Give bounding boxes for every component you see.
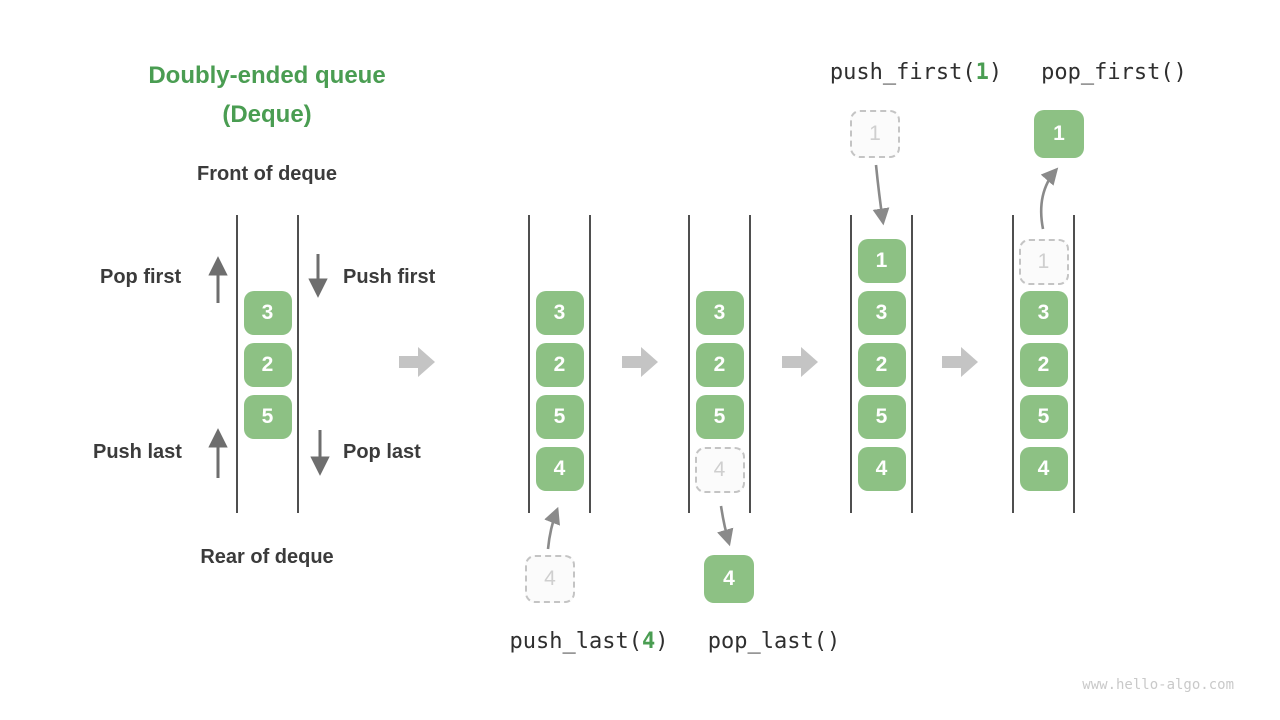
queue-cell: 5 xyxy=(243,395,292,439)
diagram-title: Doubly-ended queue (Deque) xyxy=(117,56,417,134)
queue-cell: 5 xyxy=(695,395,744,439)
code-arg: 1 xyxy=(975,60,989,85)
code-text: pop_last() xyxy=(707,629,841,654)
code-text: pop_first() xyxy=(1041,60,1187,85)
pop-first-code-label: pop_first() xyxy=(1041,60,1187,85)
site-watermark: www.hello-algo.com xyxy=(1082,677,1234,693)
queue-cell: 2 xyxy=(243,343,292,387)
queue-cell: 3 xyxy=(1019,291,1068,335)
code-text: push_first( xyxy=(829,60,976,85)
code-text: ) xyxy=(988,60,1003,85)
front-of-deque-label: Front of deque xyxy=(197,163,337,185)
queue-cell: 5 xyxy=(1019,395,1068,439)
push-first-operand-box: 1 xyxy=(850,110,900,158)
push-last-connector-arrow-icon xyxy=(544,506,560,550)
step-arrow-icon xyxy=(942,347,978,377)
code-text: ) xyxy=(655,629,669,654)
queue-intro: 3 2 5 xyxy=(236,215,299,513)
queue-cell: 2 xyxy=(695,343,744,387)
pop-first-result-box: 1 xyxy=(1034,110,1084,158)
push-last-code-label: push_last(4) xyxy=(510,629,669,654)
push-last-operand-box: 4 xyxy=(525,555,575,603)
queue-cell: 5 xyxy=(857,395,906,439)
push-first-code-label: push_first(1) xyxy=(830,60,1002,85)
push-first-op-label: Push first xyxy=(343,266,436,288)
queue-cell: 3 xyxy=(857,291,906,335)
queue-cell: 4 xyxy=(535,447,584,491)
queue-cell-ghost: 4 xyxy=(694,447,745,493)
push-last-op-label: Push last xyxy=(93,441,182,463)
step-arrow-icon xyxy=(782,347,818,377)
queue-cell: 5 xyxy=(535,395,584,439)
queue-cell: 4 xyxy=(857,447,906,491)
pop-first-op-label: Pop first xyxy=(100,266,182,288)
queue-cell: 1 xyxy=(857,239,906,283)
queue-state-push-last: 3 2 5 4 xyxy=(528,215,591,513)
queue-state-push-first: 1 3 2 5 4 xyxy=(850,215,913,513)
code-arg: 4 xyxy=(641,629,656,654)
queue-cell-ghost: 1 xyxy=(1018,239,1069,285)
queue-cell: 2 xyxy=(535,343,584,387)
code-text: push_last( xyxy=(509,629,642,654)
queue-cell: 2 xyxy=(1019,343,1068,387)
queue-cell: 4 xyxy=(1019,447,1068,491)
queue-state-pop-last: 3 2 5 4 xyxy=(688,215,751,513)
queue-cell: 2 xyxy=(857,343,906,387)
push-first-connector-arrow-icon xyxy=(872,164,890,226)
diagram-title-line2: (Deque) xyxy=(222,101,312,128)
diagram-title-line1: Doubly-ended queue xyxy=(148,62,386,89)
pop-last-op-label: Pop last xyxy=(343,441,421,463)
pop-last-code-label: pop_last() xyxy=(708,629,840,654)
pop-last-result-box: 4 xyxy=(704,555,754,603)
queue-state-pop-first: 1 3 2 5 4 xyxy=(1012,215,1075,513)
queue-cell: 3 xyxy=(243,291,292,335)
queue-cell: 3 xyxy=(695,291,744,335)
rear-of-deque-label: Rear of deque xyxy=(200,546,334,568)
step-arrow-icon xyxy=(622,347,658,377)
step-arrow-icon xyxy=(399,347,435,377)
queue-cell: 3 xyxy=(535,291,584,335)
